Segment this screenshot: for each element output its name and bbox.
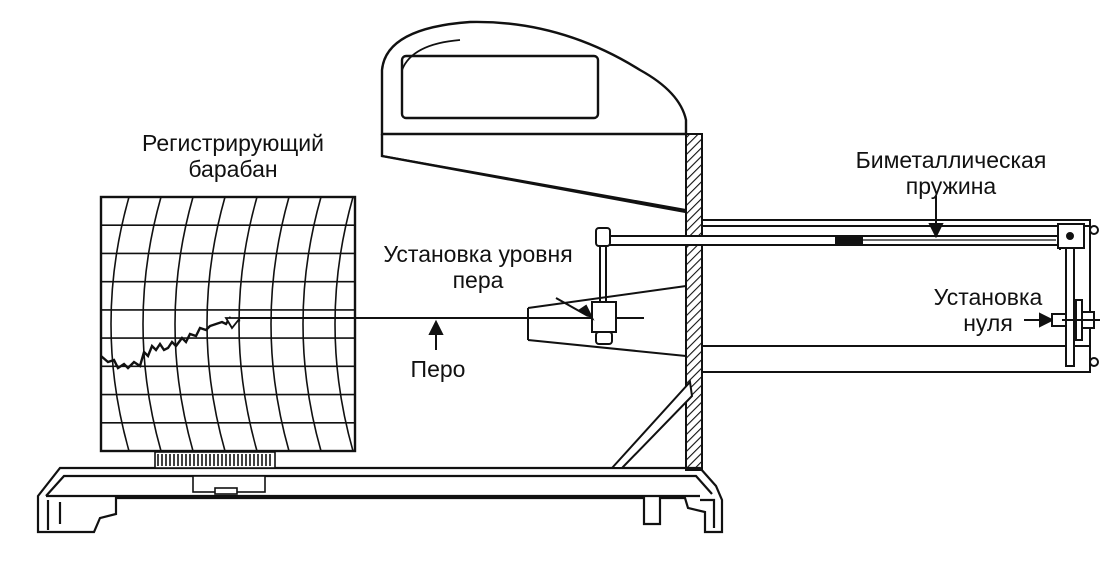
drum-time-line (270, 197, 290, 451)
label-pen-level-line2: пера (452, 267, 504, 293)
label-pen-level: Установка уровня пера (360, 241, 596, 293)
drum-time-line (110, 197, 130, 451)
frame-wall (381, 133, 703, 471)
drum-time-line (334, 197, 354, 451)
recorded-trace (100, 316, 241, 370)
pen-level-adjuster (527, 227, 687, 357)
drum-time-line (79, 197, 97, 451)
drum-time-line (367, 197, 385, 451)
label-pen: Перо (395, 356, 481, 382)
label-recording-drum-line2: барабан (188, 156, 278, 182)
recording-drum (79, 195, 385, 453)
zero-adjuster (1024, 311, 1100, 329)
drum-time-line (206, 197, 226, 451)
label-zero-adjust-line1: Установка (933, 284, 1043, 310)
cover-handle (380, 20, 688, 214)
label-pen-line1: Перо (410, 356, 466, 382)
label-bimetal-spring: Биметаллическая пружина (820, 147, 1082, 199)
label-zero-adjust: Установка нуля (915, 284, 1061, 336)
label-zero-adjust-line2: нуля (963, 310, 1013, 336)
label-bimetal-spring-line1: Биметаллическая (855, 147, 1047, 173)
drum-time-line (302, 197, 322, 451)
label-recording-drum: Регистрирующий барабан (113, 130, 353, 182)
label-recording-drum-line1: Регистрирующий (142, 130, 324, 156)
label-bimetal-spring-line2: пружина (905, 173, 997, 199)
pen-arm (240, 317, 534, 350)
label-pen-level-line1: Установка уровня (383, 241, 573, 267)
base (36, 466, 724, 534)
drum-time-line (238, 197, 258, 451)
drum-time-line (142, 197, 162, 451)
drum-time-line (174, 197, 194, 451)
drum-gear (154, 451, 276, 495)
